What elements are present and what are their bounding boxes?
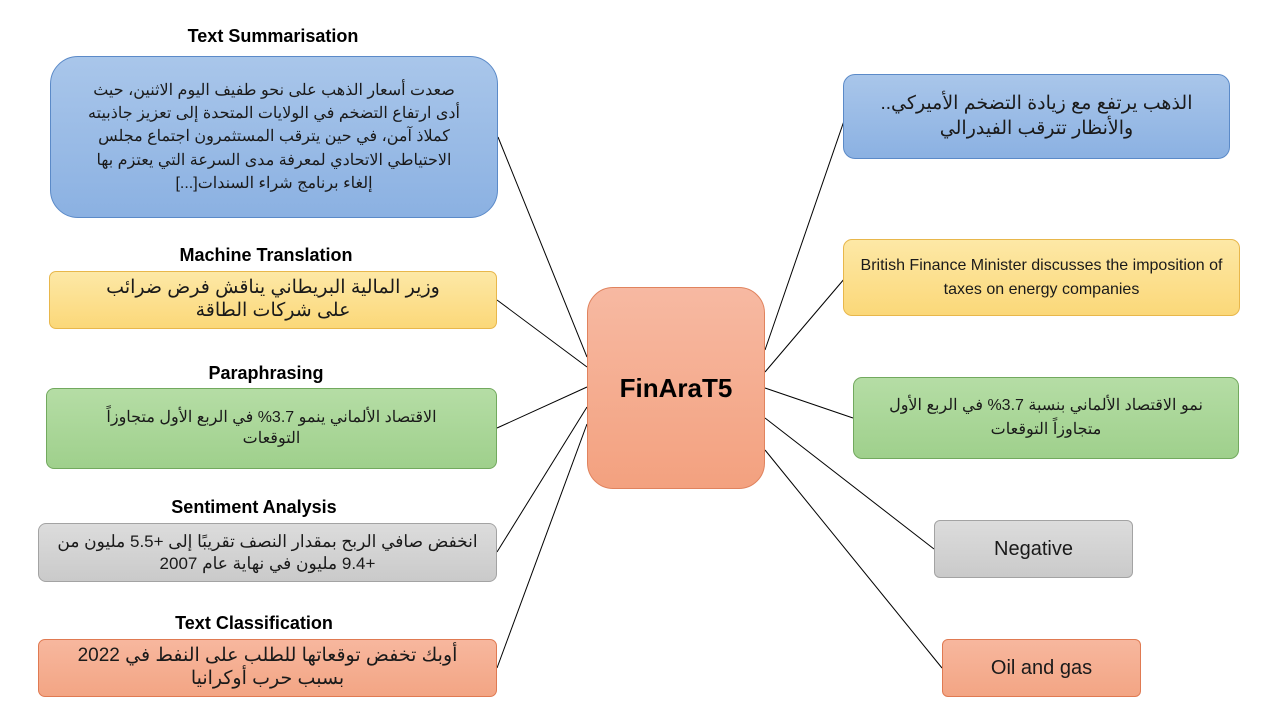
connector-sentiment-output (764, 417, 935, 550)
connector-summarisation-input (497, 136, 588, 358)
sentiment-input-box: انخفض صافي الربح بمقدار النصف تقريبًا إل… (38, 523, 497, 582)
connector-paraphrasing-input (496, 386, 588, 429)
translation-input-text: وزير المالية البريطاني يناقش فرض ضرائب ع… (106, 277, 440, 321)
model-node: FinAraT5 (587, 287, 765, 489)
paraphrasing-input-box: الاقتصاد الألماني ينمو 3.7% في الربع الأ… (46, 388, 497, 469)
model-label: FinAraT5 (619, 372, 733, 403)
paraphrasing-title: Paraphrasing (208, 363, 324, 383)
classification-title: Text Classification (175, 613, 333, 633)
sentiment-title: Sentiment Analysis (171, 497, 337, 517)
classification-input-text: أوبك تخفض توقعاتها للطلب على النفط في 20… (77, 645, 458, 689)
paraphrasing-input-text: الاقتصاد الألماني ينمو 3.7% في الربع الأ… (106, 408, 437, 447)
sentiment-output-text: Negative (994, 538, 1073, 560)
connector-summarisation-output (764, 117, 846, 351)
summarisation-title: Text Summarisation (187, 26, 359, 46)
translation-title: Machine Translation (179, 245, 353, 265)
paraphrasing-output-text: نمو الاقتصاد الألماني بنسبة 3.7% في الرب… (889, 397, 1203, 438)
connector-classification-output (764, 449, 943, 669)
translation-output-text: British Finance Minister discusses the i… (860, 257, 1223, 298)
connector-paraphrasing-output (764, 387, 854, 419)
connector-classification-input (496, 423, 588, 669)
connector-translation-input (496, 299, 588, 368)
classification-output-box: Oil and gas (942, 639, 1141, 697)
translation-output-box: British Finance Minister discusses the i… (843, 239, 1240, 316)
summarisation-output-box: الذهب يرتفع مع زيادة التضخم الأميركي.. و… (843, 74, 1230, 159)
summarisation-input-box: صعدت أسعار الذهب على نحو طفيف اليوم الاث… (50, 56, 498, 218)
paraphrasing-output-box: نمو الاقتصاد الألماني بنسبة 3.7% في الرب… (853, 377, 1239, 459)
sentiment-output-box: Negative (934, 520, 1133, 578)
sentiment-input-text: انخفض صافي الربح بمقدار النصف تقريبًا إل… (57, 532, 478, 573)
summarisation-input-text: صعدت أسعار الذهب على نحو طفيف اليوم الاث… (88, 82, 460, 192)
summarisation-output-text: الذهب يرتفع مع زيادة التضخم الأميركي.. و… (880, 92, 1193, 139)
translation-input-box: وزير المالية البريطاني يناقش فرض ضرائب ع… (49, 271, 497, 329)
connector-sentiment-input (496, 406, 588, 553)
classification-output-text: Oil and gas (990, 657, 1093, 679)
classification-input-box: أوبك تخفض توقعاتها للطلب على النفط في 20… (38, 639, 497, 697)
connector-translation-output (764, 277, 846, 373)
